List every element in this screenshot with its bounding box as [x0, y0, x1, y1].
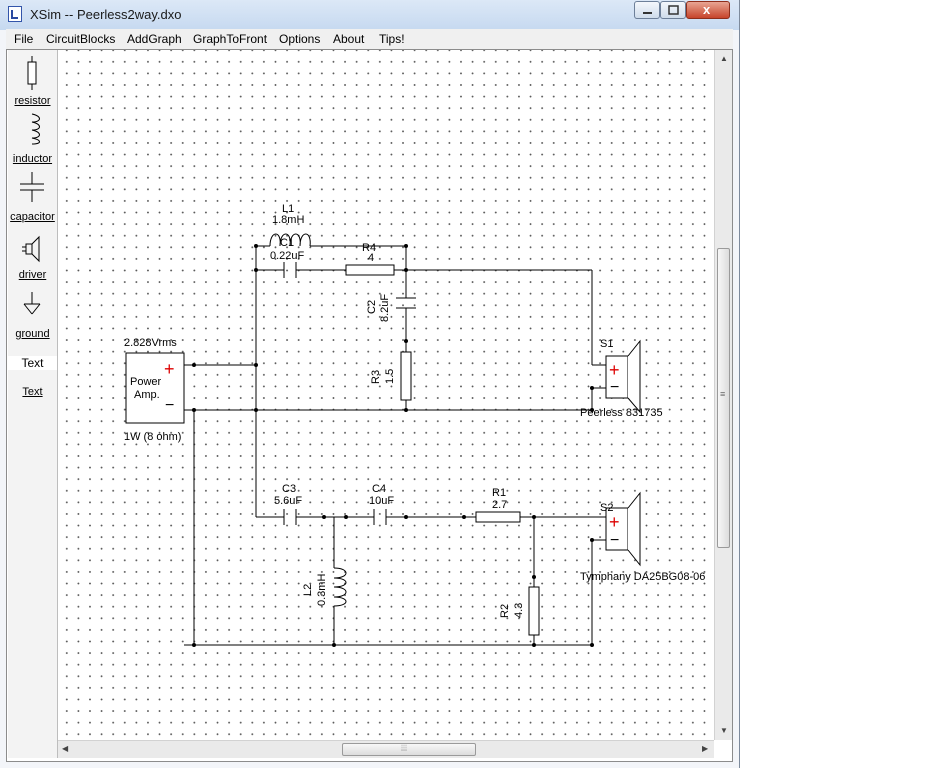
S1-ref: S1 [600, 338, 613, 350]
C2-ref: C2 [366, 300, 378, 314]
menu-addgraph[interactable]: AddGraph [127, 32, 182, 46]
scroll-right-icon[interactable]: ▶ [702, 744, 709, 753]
C2-value: 8.2uF [379, 294, 391, 322]
ground-icon[interactable] [8, 290, 57, 320]
amp-name2: Amp. [134, 389, 160, 401]
L2-value: 0.3mH [316, 574, 328, 606]
scroll-down-icon[interactable]: ▼ [720, 726, 728, 735]
menu-graphtofront[interactable]: GraphToFront [193, 32, 268, 46]
title-bar[interactable]: XSim -- Peerless2way.dxo x [0, 0, 739, 30]
menu-tips[interactable]: Tips! [379, 32, 405, 46]
vertical-scroll-thumb[interactable]: ≡ [717, 248, 730, 548]
amp-plus: + [164, 359, 175, 379]
menu-circuitblocks[interactable]: CircuitBlocks [46, 32, 116, 46]
S1-model: Peerless 831735 [580, 407, 663, 419]
C4-ref: C4 [372, 483, 386, 495]
S2-plus: + [609, 512, 620, 532]
palette-inductor[interactable]: inductor [12, 153, 53, 165]
L1-value: 1.8mH [272, 214, 304, 226]
R4-ref: R4 [362, 242, 376, 254]
inductor-L1[interactable]: L1 1.8mH [269, 203, 311, 247]
L2-ref: L2 [302, 584, 314, 596]
app-window: XSim -- Peerless2way.dxo x File CircuitB… [0, 0, 740, 768]
driver-S2[interactable]: + − S2 Tymphany DA25BG08-06 [580, 491, 705, 583]
power-amp[interactable]: 2.828Vrms Power Amp. + − 1W (8 ohm) [124, 337, 185, 443]
palette-resistor[interactable]: resistor [14, 95, 51, 107]
driver-icon[interactable] [8, 232, 57, 263]
close-button[interactable]: x [686, 1, 730, 19]
inductor-icon[interactable] [8, 112, 57, 145]
palette-ground[interactable]: ground [15, 328, 50, 340]
C1-ref: C1 [280, 237, 294, 249]
menu-about[interactable]: About [333, 32, 365, 46]
palette-capacitor[interactable]: capacitor [10, 211, 55, 223]
window-title: XSim -- Peerless2way.dxo [30, 7, 182, 22]
resistor-R1[interactable]: R1 2.7 [475, 487, 521, 523]
C1-value: 0.22uF [270, 250, 305, 262]
wires [184, 245, 606, 646]
junctions [192, 244, 594, 647]
scroll-left-icon[interactable]: ◀ [62, 744, 69, 753]
inductor-L2[interactable]: L2 0.3mH [302, 567, 347, 607]
resistor-R4[interactable]: R4 4 [345, 242, 395, 276]
C3-value: 5.6uF [274, 495, 302, 507]
capacitor-C4[interactable]: C4 10uF [369, 483, 394, 525]
palette-text[interactable]: Text [22, 386, 43, 398]
R3-value: 1.5 [384, 369, 396, 384]
driver-S1[interactable]: + − S1 Peerless 831735 [580, 338, 663, 419]
S2-model: Tymphany DA25BG08-06 [580, 571, 705, 583]
menu-file[interactable]: File [14, 32, 34, 46]
grip-icon: ⦙⦙⦙ [401, 743, 408, 753]
S2-minus: − [610, 532, 619, 549]
resistor-icon[interactable] [8, 56, 57, 90]
R1-ref: R1 [492, 487, 506, 499]
R3-ref: R3 [370, 370, 382, 384]
component-palette: resistor inductor capacitor driver groun… [8, 50, 58, 758]
R4-value: 4 [368, 252, 374, 264]
amp-rating: 1W (8 ohm) [124, 431, 181, 443]
capacitor-C2[interactable]: C2 8.2uF [366, 294, 416, 322]
R1-value: 2.7 [492, 499, 507, 511]
amp-name: Power [130, 376, 162, 388]
close-icon: x [703, 2, 711, 17]
S1-minus: − [610, 379, 619, 396]
S1-plus: + [609, 360, 620, 380]
grip-icon: ≡ [720, 389, 726, 399]
palette-driver[interactable]: driver [18, 269, 47, 281]
vertical-scrollbar[interactable]: ▲ ≡ ▼ [714, 50, 732, 740]
capacitor-C1[interactable]: C1 0.22uF [270, 237, 305, 278]
amp-voltage: 2.828Vrms [124, 337, 177, 349]
R2-ref: R2 [499, 604, 511, 618]
amp-minus: − [165, 397, 174, 414]
S2-ref: S2 [600, 502, 613, 514]
maximize-button[interactable] [660, 1, 686, 19]
text-icon[interactable]: Text [8, 356, 57, 370]
menu-options[interactable]: Options [279, 32, 321, 46]
R2-value: 4.3 [513, 603, 525, 618]
L1-ref: L1 [282, 203, 294, 215]
scroll-up-icon[interactable]: ▲ [720, 54, 728, 63]
horizontal-scrollbar[interactable]: ◀ ⦙⦙⦙ ▶ [58, 740, 714, 758]
resistor-R2[interactable]: R2 4.3 [499, 586, 540, 636]
minimize-button[interactable] [634, 1, 660, 19]
resistor-R3[interactable]: R3 1.5 [370, 351, 412, 401]
capacitor-C3[interactable]: C3 5.6uF [274, 483, 302, 525]
horizontal-scroll-thumb[interactable]: ⦙⦙⦙ [342, 743, 476, 756]
xsim-app-icon[interactable] [8, 6, 22, 22]
capacitor-icon[interactable] [8, 170, 57, 202]
C3-ref: C3 [282, 483, 296, 495]
C4-value: 10uF [369, 495, 394, 507]
